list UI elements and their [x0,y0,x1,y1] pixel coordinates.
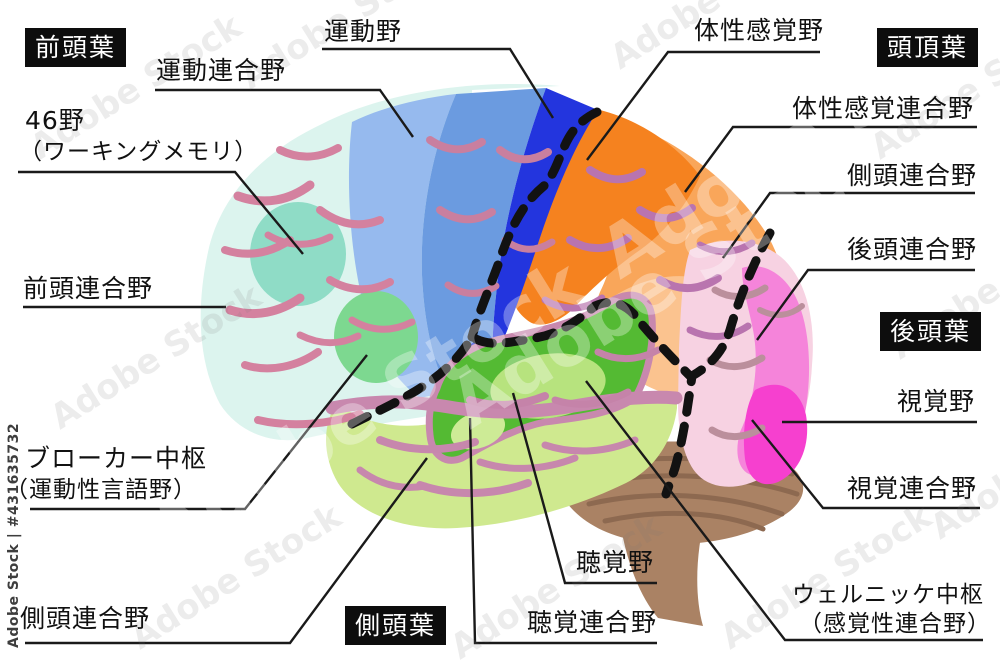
label-auditory-association: 聴覚連合野 [527,608,658,637]
leader-auditory-area [511,392,657,585]
region-broca [334,291,418,383]
leader-somatosensory [586,50,820,161]
sulci-gyri-squiggles [221,136,805,498]
label-visual-association: 視覚連合野 [847,474,978,503]
leader-wernicke [585,380,983,642]
label-frontal-association: 前頭連合野 [23,274,154,303]
frontal-lobe-box: 前頭葉 [25,28,127,67]
central-sulcus-dashed-line [467,107,602,342]
leader-motor-area [322,47,555,119]
region-motor-association [421,88,546,392]
occipital-lobe-box: 後頭葉 [880,312,982,351]
temporal-lobe-box: 側頭葉 [345,606,447,645]
label-auditory-area: 聴覚野 [576,548,655,577]
leader-area46 [18,170,304,255]
leader-motor-association [155,88,414,138]
label-area46-line2: （ワーキングメモリ） [19,139,259,165]
leader-broca [30,354,368,511]
leader-lines [18,47,983,645]
region-visual-area [743,384,808,485]
label-temporal-association-right: 側頭連合野 [847,161,978,190]
region-motor-area [465,88,598,372]
label-occipital-association: 後頭連合野 [847,235,978,264]
label-broca-line2: （運動性言語野） [5,477,197,503]
leader-auditory-association [468,417,657,645]
lateral-sulcus-dashed-line [347,298,695,429]
parieto-occipital-dashed-line [661,228,775,499]
region-auditory-area-tail [450,410,506,450]
watermark-side-id: Adobe Stock | #431635732 [6,422,22,648]
leader-temporal-association-left [25,457,428,645]
label-somatosensory: 体性感覚野 [694,16,825,45]
leader-somatosensory-association [684,125,977,193]
region-area46 [250,202,346,306]
label-wernicke-line2: （感覚性連合野） [799,611,991,637]
label-wernicke-line1: ウェルニッケ中枢 [792,582,984,608]
label-temporal-association-left: 側頭連合野 [20,604,151,633]
region-somatosensory [507,110,700,325]
leader-visual-association [751,419,980,510]
label-area46-line1: 46野 [25,106,85,135]
region-temporal-association [326,394,677,529]
parietal-lobe-box: 頭頂葉 [877,28,979,67]
label-motor-association: 運動連合野 [156,56,287,85]
leader-temporal-association-right [722,191,975,259]
label-motor-area: 運動野 [324,17,403,46]
label-visual-area: 視覚野 [897,387,976,416]
leader-occipital-association [756,268,975,341]
label-somatosensory-association: 体性感覚連合野 [792,94,975,123]
label-broca-line1: ブローカー中枢 [25,444,208,473]
